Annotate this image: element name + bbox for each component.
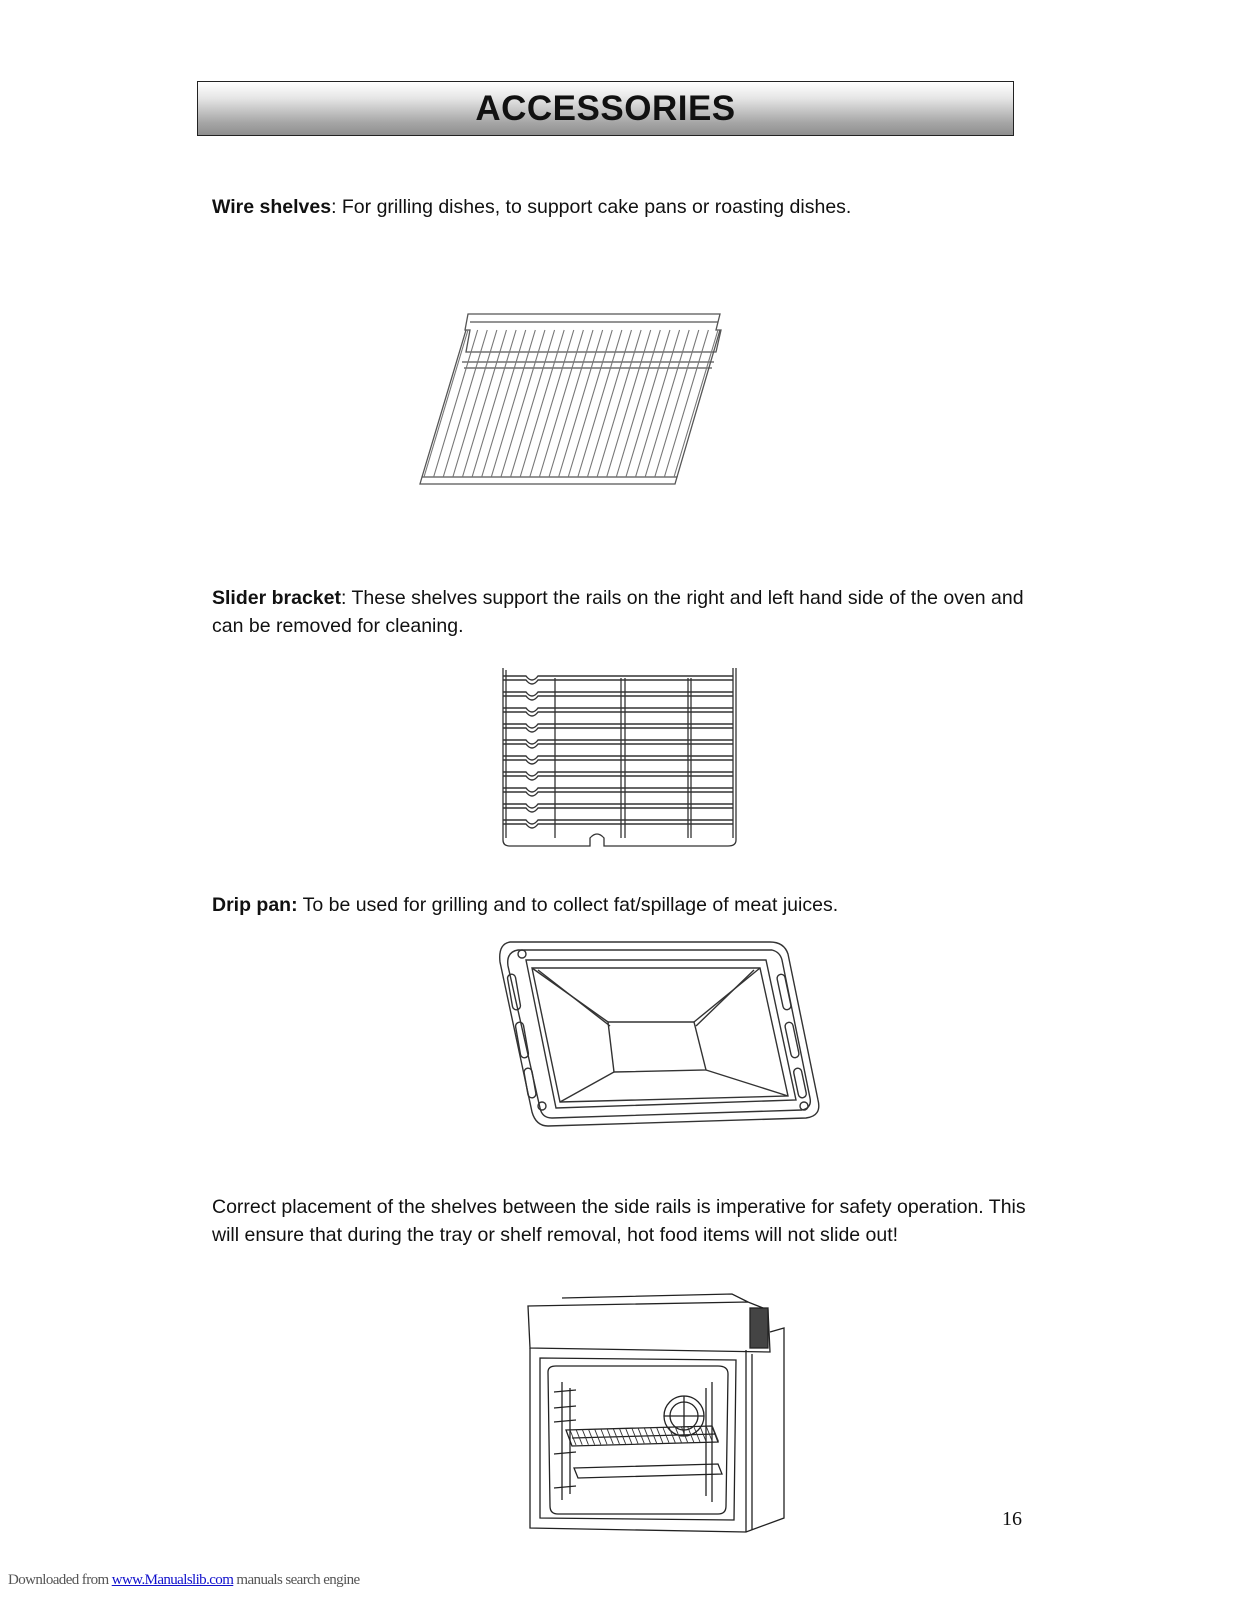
slider-bracket-term: Slider bracket [212, 587, 341, 609]
oven-illustration [527, 1293, 785, 1533]
wire-shelves-text: : For grilling dishes, to support cake p… [331, 196, 852, 218]
slider-bracket-text: : These shelves support the rails on the… [212, 587, 1024, 637]
page-title: ACCESSORIES [475, 88, 736, 128]
wire-shelf-illustration [419, 313, 722, 485]
drip-pan-text: To be used for grilling and to collect f… [297, 894, 839, 916]
drip-pan-term: Drip pan: [212, 894, 298, 916]
drip-pan-illustration [499, 941, 820, 1127]
slider-bracket-illustration [502, 668, 737, 847]
wire-shelves-term: Wire shelves [212, 196, 332, 218]
drip-pan-paragraph: Drip pan: To be used for grilling and to… [212, 891, 1032, 919]
slider-bracket-paragraph: Slider bracket: These shelves support th… [212, 584, 1032, 640]
manualslib-link[interactable]: www.Manualslib.com [111, 1572, 234, 1588]
section-header: ACCESSORIES [197, 81, 1014, 136]
placement-paragraph: Correct placement of the shelves between… [212, 1196, 1026, 1246]
page-number: 16 [1002, 1508, 1022, 1530]
wire-shelves-paragraph: Wire shelves: For grilling dishes, to su… [212, 193, 1032, 221]
footer-prefix: Downloaded from [8, 1572, 112, 1588]
download-footer: Downloaded from www.Manualslib.com manua… [8, 1572, 360, 1589]
footer-suffix: manuals search engine [233, 1572, 360, 1588]
